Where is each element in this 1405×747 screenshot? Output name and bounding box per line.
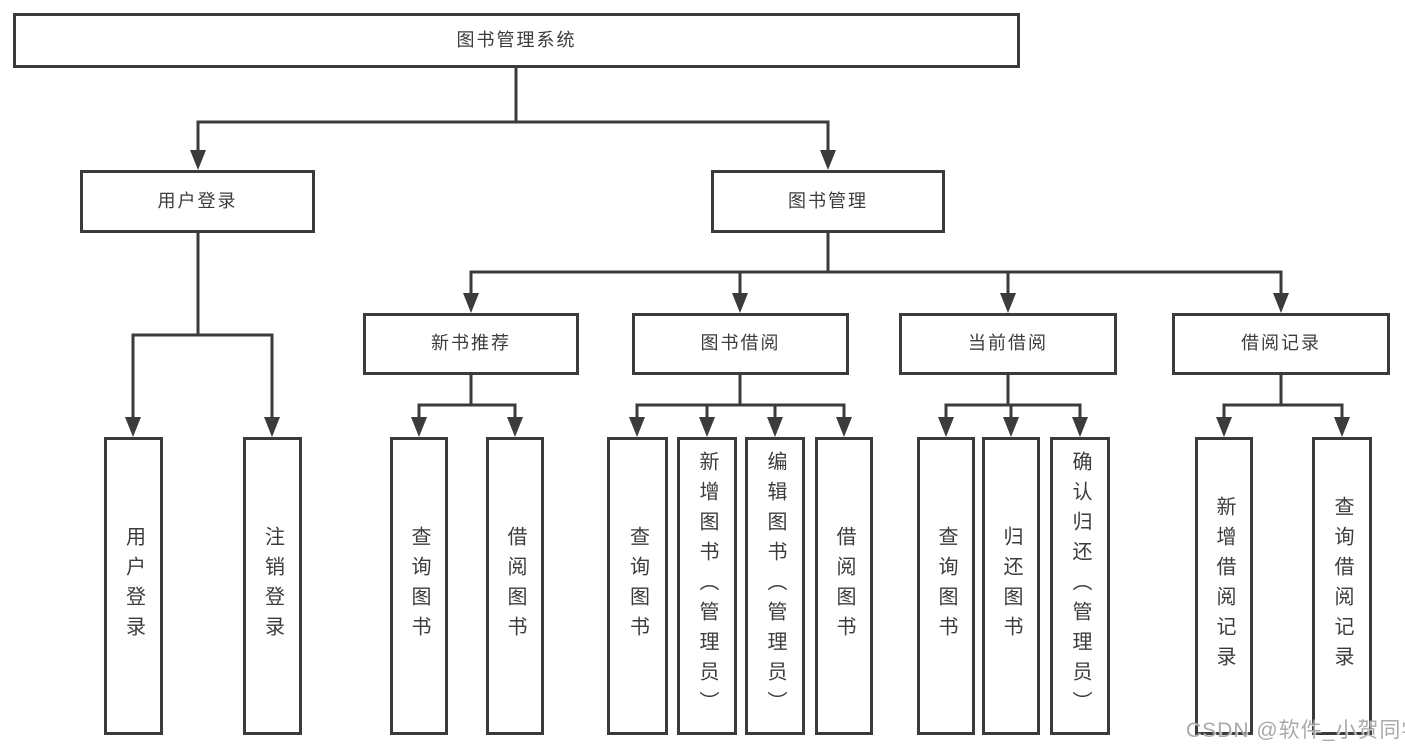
leaf-borrow-books: 借阅图书 — [815, 437, 873, 735]
node-book-borrow: 图书借阅 — [632, 313, 849, 375]
node-new-book-recommend: 新书推荐 — [363, 313, 579, 375]
leaf-recommend-borrow-books: 借阅图书 — [486, 437, 544, 735]
csdn-watermark: CSDN @软件_小贺同学 — [1186, 719, 1405, 742]
node-current-borrow: 当前借阅 — [899, 313, 1117, 375]
leaf-confirm-return-admin: 确认归还（管理员） — [1050, 437, 1110, 735]
leaf-add-borrow-record: 新增借阅记录 — [1195, 437, 1253, 735]
node-book-management-module: 图书管理 — [711, 170, 945, 233]
leaf-user-login: 用户登录 — [104, 437, 163, 735]
leaf-borrow-query-books: 查询图书 — [607, 437, 668, 735]
leaf-add-books-admin: 新增图书（管理员） — [677, 437, 737, 735]
connector-book-management-to-level3 — [463, 233, 1289, 313]
leaf-return-books: 归还图书 — [982, 437, 1040, 735]
leaf-query-borrow-record: 查询借阅记录 — [1312, 437, 1372, 735]
leaf-current-query-books: 查询图书 — [917, 437, 975, 735]
connector-borrow-records-to-children — [1216, 375, 1350, 437]
leaf-edit-books-admin: 编辑图书（管理员） — [745, 437, 805, 735]
leaf-logout: 注销登录 — [243, 437, 302, 735]
connector-current-borrow-to-children — [938, 375, 1088, 437]
node-borrow-records: 借阅记录 — [1172, 313, 1390, 375]
leaf-recommend-query-books: 查询图书 — [390, 437, 448, 735]
node-user-login-module: 用户登录 — [80, 170, 315, 233]
connector-root-to-level2 — [190, 68, 836, 170]
connector-user-login-to-children — [125, 233, 280, 437]
node-book-management-system: 图书管理系统 — [13, 13, 1020, 68]
connector-new-book-recommend-to-children — [411, 375, 523, 437]
connector-book-borrow-to-children — [629, 375, 852, 437]
